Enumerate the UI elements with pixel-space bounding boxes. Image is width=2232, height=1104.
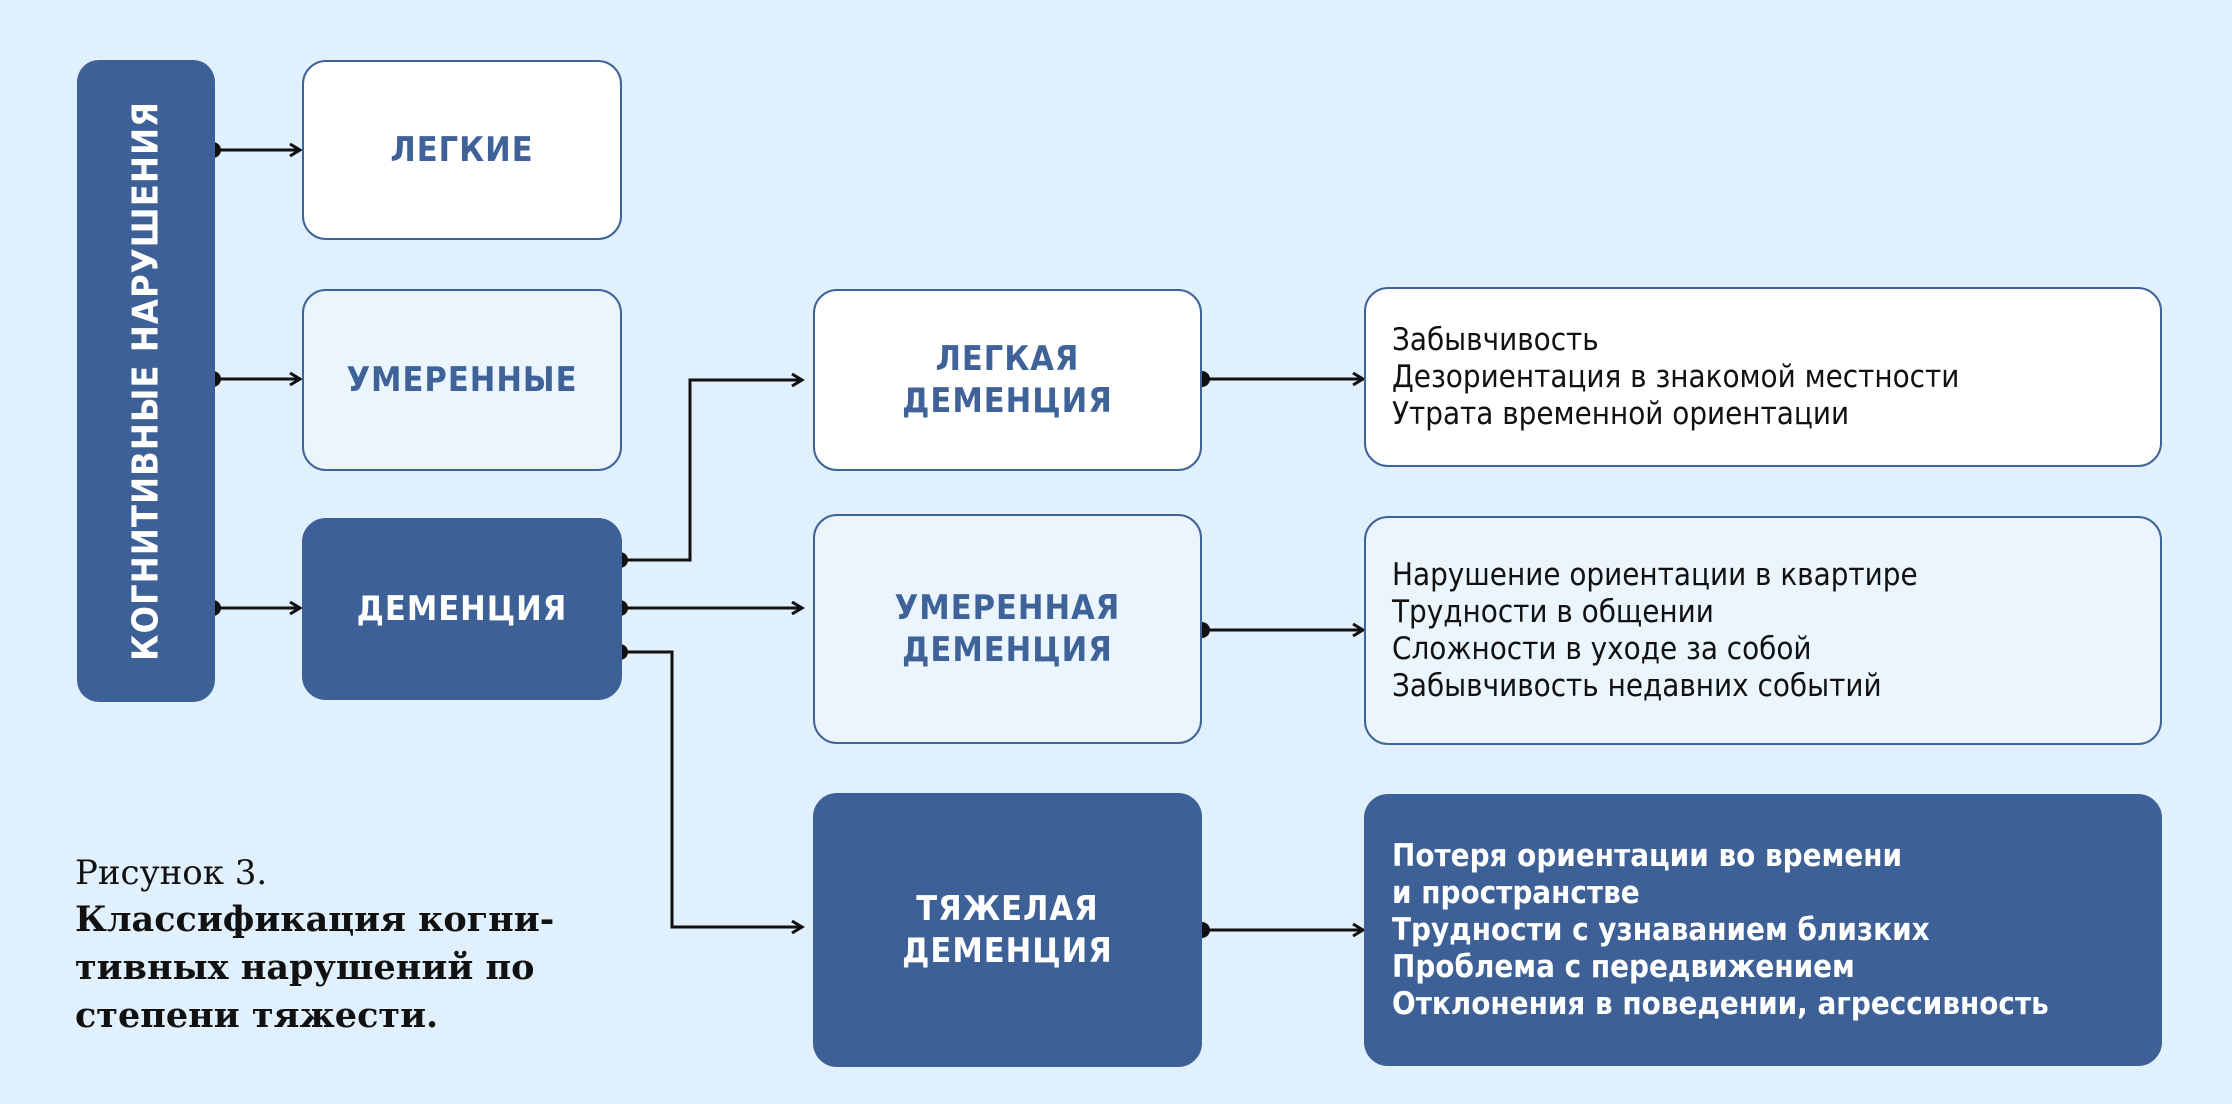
symptoms-moderate-dementia: Нарушение ориентации в квартире Трудност… (1364, 516, 2162, 745)
symptom-item: и пространстве (1392, 874, 1640, 911)
stage-severe-dementia-label: ТЯЖЕЛАЯ ДЕМЕНЦИЯ (902, 889, 1113, 971)
symptom-item: Трудности с узнаванием близких (1392, 911, 1930, 948)
symptoms-mild-dementia: Забывчивость Дезориентация в знакомой ме… (1364, 287, 2162, 467)
symptom-item: Забывчивость (1392, 321, 1599, 358)
symptom-item: Дезориентация в знакомой местности (1392, 358, 1960, 395)
stage-mild-dementia: ЛЕГКАЯ ДЕМЕНЦИЯ (813, 289, 1202, 471)
level-dementia: ДЕМЕНЦИЯ (302, 518, 622, 700)
symptoms-severe-dementia: Потеря ориентации во времени и пространс… (1364, 794, 2162, 1066)
stage-mild-dementia-label: ЛЕГКАЯ ДЕМЕНЦИЯ (902, 339, 1113, 421)
figure-title: Классификация когни- тивных нарушений по… (75, 899, 555, 1036)
symptom-item: Утрата временной ориентации (1392, 395, 1850, 432)
figure-caption: Рисунок 3. Классификация когни- тивных н… (75, 850, 554, 1040)
symptom-item: Забывчивость недавних событий (1392, 667, 1882, 704)
level-moderate: УМЕРЕННЫЕ (302, 289, 622, 471)
arrow-dementia-to-mild-stage (620, 380, 802, 562)
symptom-item: Проблема с передвижением (1392, 948, 1855, 985)
figure-number: Рисунок 3. (75, 853, 268, 893)
level-moderate-label: УМЕРЕННЫЕ (346, 360, 578, 400)
root-node-label: КОГНИТИВНЫЕ НАРУШЕНИЯ (125, 101, 167, 661)
level-mild: ЛЕГКИЕ (302, 60, 622, 240)
symptom-item: Трудности в общении (1392, 593, 1714, 630)
stage-moderate-dementia: УМЕРЕННАЯ ДЕМЕНЦИЯ (813, 514, 1202, 744)
root-node: КОГНИТИВНЫЕ НАРУШЕНИЯ (77, 60, 215, 702)
symptom-item: Сложности в уходе за собой (1392, 630, 1812, 667)
symptom-item: Нарушение ориентации в квартире (1392, 556, 1918, 593)
stage-moderate-dementia-label: УМЕРЕННАЯ ДЕМЕНЦИЯ (894, 588, 1121, 670)
stage-severe-dementia: ТЯЖЕЛАЯ ДЕМЕНЦИЯ (813, 793, 1202, 1067)
level-mild-label: ЛЕГКИЕ (390, 130, 534, 170)
level-dementia-label: ДЕМЕНЦИЯ (356, 589, 568, 629)
arrow-dementia-to-severe-stage (620, 650, 802, 927)
symptom-item: Отклонения в поведении, агрессивность (1392, 985, 2049, 1022)
symptom-item: Потеря ориентации во времени (1392, 837, 1903, 874)
